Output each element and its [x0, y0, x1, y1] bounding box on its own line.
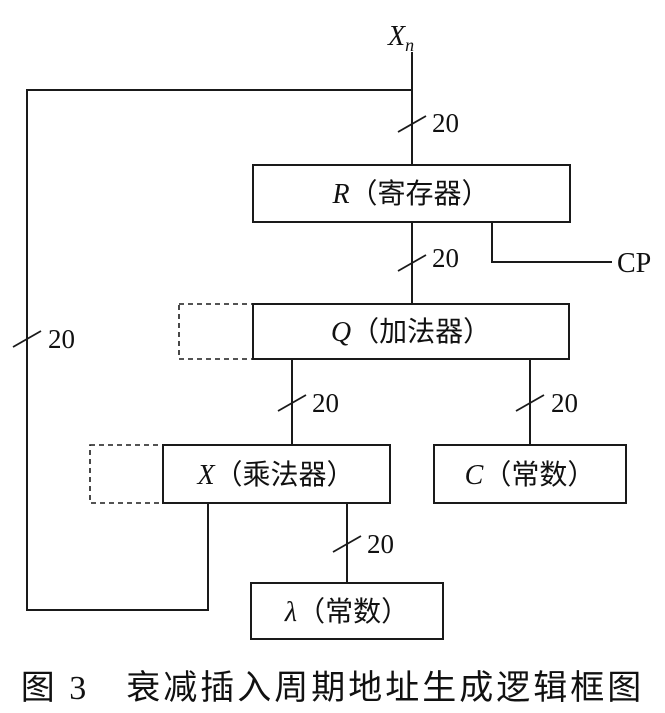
constant-c-symbol: C	[465, 460, 484, 491]
multiplier-dashed-extension	[89, 444, 164, 504]
svg-text:Q（加法器）: Q（加法器）	[331, 316, 491, 348]
feedback-wire	[26, 89, 412, 611]
adder-symbol: Q	[331, 317, 351, 348]
bus-tick-adder-multiplier	[277, 394, 307, 412]
bus-width-multiplier-lambda: 20	[367, 529, 394, 559]
bus-width-register-adder: 20	[432, 243, 459, 273]
bus-width-adder-multiplier: 20	[312, 388, 339, 418]
block-diagram: 20 20 20 20 20 20 Xn CP R（寄存器） Q（加法器） X（…	[12, 21, 651, 640]
constant-lambda-block: λ（常数）	[250, 582, 444, 640]
multiplier-name: （乘法器）	[215, 459, 355, 491]
constant-lambda-symbol: λ	[284, 597, 297, 628]
constant-c-name: （常数）	[483, 459, 595, 491]
constant-c-block: C（常数）	[433, 444, 627, 504]
clock-label: CP	[617, 248, 651, 279]
register-block: R（寄存器）	[252, 164, 571, 223]
input-label: Xn	[387, 21, 414, 55]
multiplier-block: X（乘法器）	[162, 444, 391, 504]
input-subscript: n	[405, 35, 414, 55]
svg-text:R（寄存器）: R（寄存器）	[331, 178, 489, 210]
svg-text:λ（常数）: λ（常数）	[284, 596, 409, 628]
adder-name: （加法器）	[351, 316, 491, 348]
bus-width-feedback: 20	[48, 324, 75, 354]
multiplier-symbol: X	[196, 460, 215, 491]
register-name: （寄存器）	[350, 178, 490, 210]
bus-tick-input	[397, 115, 427, 133]
bus-tick-adder-constant	[515, 394, 545, 412]
adder-dashed-extension	[178, 303, 254, 360]
bus-width-input: 20	[432, 108, 459, 138]
register-symbol: R	[331, 179, 349, 210]
figure-caption: 图 3 衰减插入周期地址生成逻辑框图	[20, 670, 645, 707]
bus-tick-register-adder	[397, 254, 427, 272]
clock-wire	[491, 222, 612, 263]
bus-tick-feedback	[12, 330, 42, 348]
bus-width-adder-constant: 20	[551, 388, 578, 418]
svg-text:C（常数）: C（常数）	[465, 459, 596, 491]
bus-tick-multiplier-lambda	[332, 535, 362, 553]
adder-block: Q（加法器）	[252, 303, 570, 360]
svg-text:X（乘法器）: X（乘法器）	[196, 459, 354, 491]
constant-lambda-name: （常数）	[297, 596, 409, 628]
